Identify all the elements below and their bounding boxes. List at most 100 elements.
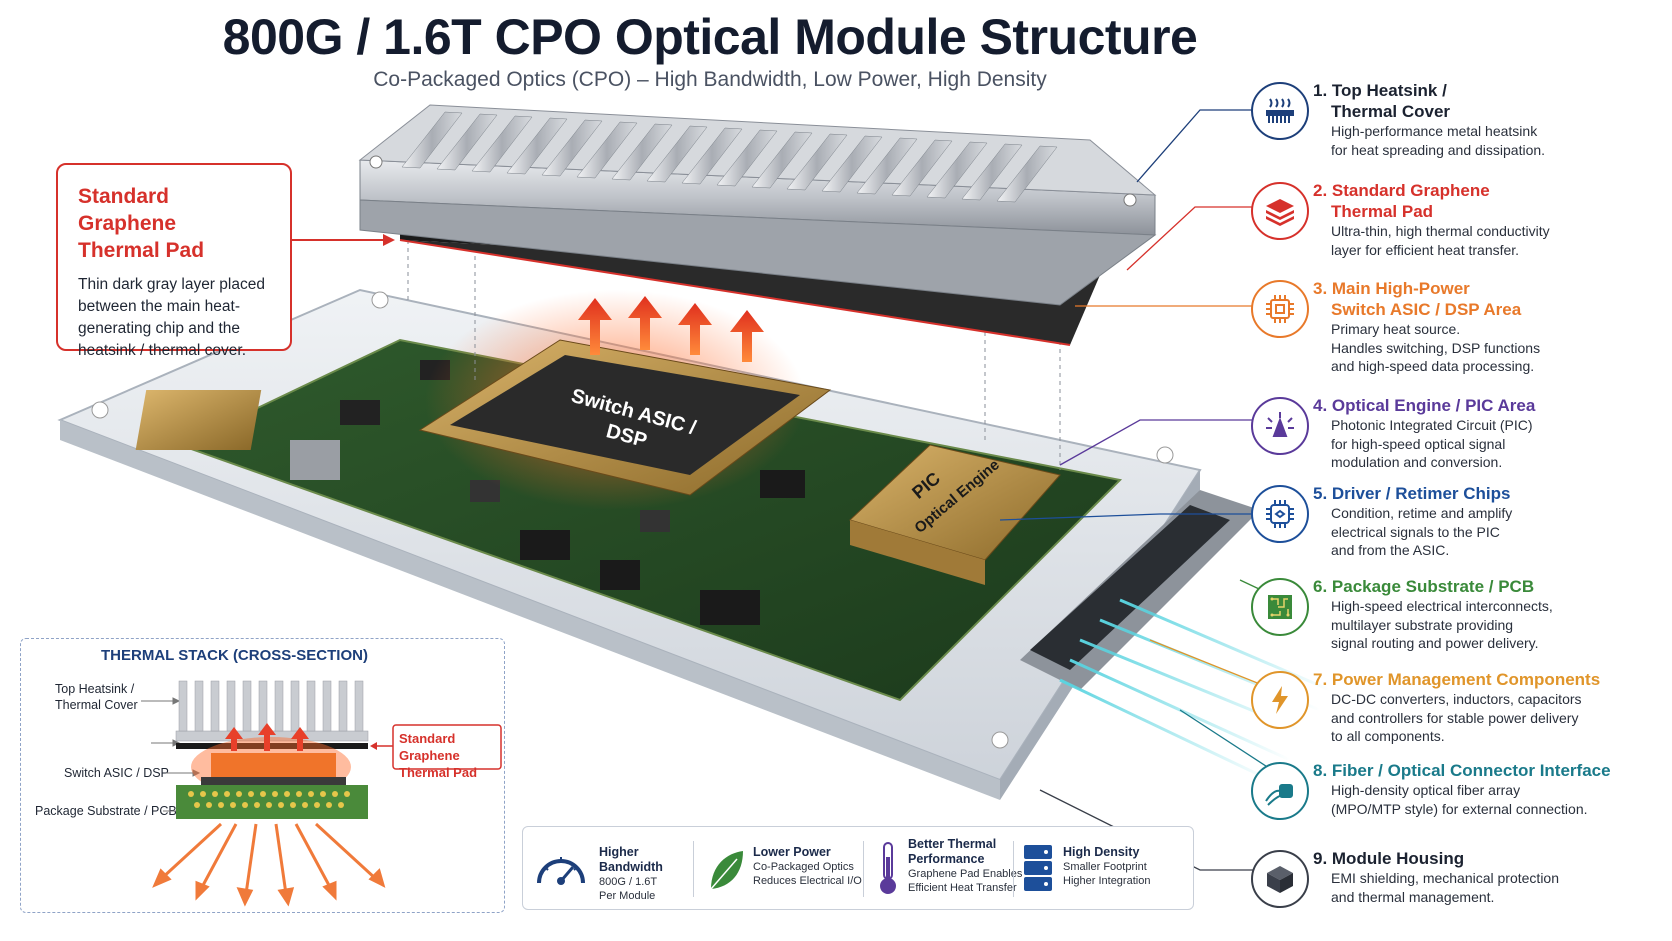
thermometer-icon <box>880 842 896 894</box>
legend-desc: to all components. <box>1331 728 1445 744</box>
benefit-title: Lower Power <box>753 845 831 859</box>
benefit-title: Higher Bandwidth <box>599 845 663 874</box>
callout-title-1: Standard Graphene <box>78 185 177 235</box>
thermal-stack-cross-section: THERMAL STACK (CROSS-SECTION) Top Heatsi… <box>20 638 505 913</box>
benefit-text: Smaller Footprint <box>1063 861 1147 873</box>
page-title: 800G / 1.6T CPO Optical Module Structure <box>222 9 1198 65</box>
cube-icon <box>1251 850 1309 908</box>
legend-desc: signal routing and power delivery. <box>1331 635 1539 651</box>
benefits-bar: Higher Bandwidth 800G / 1.6T Per Module … <box>522 826 1194 910</box>
legend-desc: High-speed electrical interconnects, <box>1331 598 1553 614</box>
benefit-power: Lower Power Co-Packaged Optics Reduces E… <box>703 827 863 911</box>
legend-title: 8. Fiber / Optical Connector Interface <box>1313 761 1611 780</box>
legend-desc: High-performance metal heatsink <box>1331 123 1538 139</box>
lightning-icon <box>1251 671 1309 729</box>
xs-pcb <box>176 785 368 819</box>
legend-desc: DC-DC converters, inductors, capacitors <box>1331 691 1582 707</box>
callout-text-2: between the main heat- <box>78 298 240 315</box>
legend-desc: Photonic Integrated Circuit (PIC) <box>1331 417 1533 433</box>
xs-label-heatsink: Top Heatsink / Thermal Cover <box>55 681 138 713</box>
legend-desc: for high-speed optical signal <box>1331 435 1506 452</box>
legend-item-driver: 5. Driver / Retimer Chips Condition, ret… <box>1251 483 1668 560</box>
legend-desc: (MPO/MTP style) for external connection. <box>1331 800 1588 817</box>
benefit-title: Better Thermal <box>908 837 997 851</box>
legend-desc: High-density optical fiber array <box>1331 782 1521 798</box>
legend-item-thermal-pad: 2. Standard Graphene Thermal Pad Ultra-t… <box>1251 180 1668 259</box>
heat-arrows <box>578 296 764 362</box>
benefit-text: Co-Packaged Optics <box>753 861 854 873</box>
pcb-board <box>135 338 1123 702</box>
xs-label-pcb: Package Substrate / PCB <box>35 804 177 818</box>
benefit-text: Reduces Electrical I/O <box>753 875 862 887</box>
legend-desc: multilayer substrate providing <box>1331 616 1514 633</box>
pic-optical-engine: PIC Optical Engine <box>849 444 1061 585</box>
legend-title: 7. Power Management Components <box>1313 670 1601 689</box>
divider <box>1013 841 1014 897</box>
xs-thermal-pad <box>176 743 368 749</box>
cross-section-graphic <box>141 680 502 907</box>
legend-title: 5. Driver / Retimer Chips <box>1313 484 1511 503</box>
circuit-board-icon <box>1251 578 1309 636</box>
top-heatsink <box>358 104 1157 306</box>
benefit-text: 800G / 1.6T <box>599 876 658 888</box>
server-stack-icon <box>1024 845 1052 891</box>
legend-item-fiber: 8. Fiber / Optical Connector Interface H… <box>1251 760 1668 820</box>
xs-pad-label-2: Thermal Pad <box>399 765 478 780</box>
legend-desc: and controllers for stable power deliver… <box>1331 709 1579 726</box>
chip-icon <box>1251 280 1309 338</box>
callout-text-4: heatsink / thermal cover. <box>78 342 246 359</box>
legend-desc: Condition, retime and amplify <box>1331 505 1513 521</box>
legend-item-housing: 9. Module Housing EMI shielding, mechani… <box>1251 848 1668 908</box>
light-beam-icon <box>1251 397 1309 455</box>
fiber-connector-icon <box>1251 762 1309 820</box>
divider <box>693 841 694 897</box>
legend-title: 3. Main High-Power <box>1313 279 1470 298</box>
xs-asic <box>211 753 336 777</box>
layers-icon <box>1251 182 1309 240</box>
legend-title: 2. Standard Graphene <box>1313 181 1490 200</box>
legend-desc: electrical signals to the PIC <box>1331 523 1500 540</box>
legend-desc: and thermal management. <box>1331 888 1495 905</box>
legend-desc: and from the ASIC. <box>1331 542 1450 558</box>
legend-title-line2: Switch ASIC / DSP Area <box>1331 300 1522 319</box>
legend-item-pcb: 6. Package Substrate / PCB High-speed el… <box>1251 576 1668 653</box>
legend-item-heatsink: 1. Top Heatsink / Thermal Cover High-per… <box>1251 80 1668 159</box>
legend-title: 4. Optical Engine / PIC Area <box>1313 396 1536 415</box>
benefit-title: High Density <box>1063 845 1140 859</box>
legend-desc: Handles switching, DSP functions <box>1331 339 1541 356</box>
benefit-text: Efficient Heat Transfer <box>908 882 1017 894</box>
xs-label-heatsink-1: Top Heatsink / <box>55 682 135 696</box>
xs-pad-label-1: Standard Graphene <box>399 731 460 763</box>
callout-text-3: generating chip and the <box>78 320 241 337</box>
legend-item-asic: 3. Main High-Power Switch ASIC / DSP Are… <box>1251 278 1668 376</box>
legend-desc: for heat spreading and dissipation. <box>1331 141 1546 158</box>
legend-desc: EMI shielding, mechanical protection <box>1331 870 1560 886</box>
xs-pad-label: Standard Graphene Thermal Pad <box>399 730 504 781</box>
legend-title: 6. Package Substrate / PCB <box>1313 577 1535 596</box>
legend-desc: Primary heat source. <box>1331 321 1461 337</box>
legend-item-power: 7. Power Management Components DC-DC con… <box>1251 669 1668 746</box>
callout-title-2: Thermal Pad <box>78 239 205 262</box>
legend-title: 1. Top Heatsink / <box>1313 81 1447 100</box>
xs-label-asic: Switch ASIC / DSP <box>64 766 169 780</box>
speedometer-icon <box>537 857 585 885</box>
processor-icon <box>1251 485 1309 543</box>
benefit-density: High Density Smaller Footprint Higher In… <box>1021 827 1191 911</box>
legend-title-line2: Thermal Pad <box>1331 202 1434 221</box>
benefit-bandwidth: Higher Bandwidth 800G / 1.6T Per Module <box>533 827 693 911</box>
page-subtitle: Co-Packaged Optics (CPO) – High Bandwidt… <box>373 68 1047 91</box>
guide-lines <box>407 240 1061 470</box>
legend-title: 9. Module Housing <box>1313 849 1465 868</box>
cross-section-title: THERMAL STACK (CROSS-SECTION) <box>101 647 368 664</box>
xs-label-heatsink-2: Thermal Cover <box>55 698 138 712</box>
leaf-icon <box>710 851 743 890</box>
legend-desc: modulation and conversion. <box>1331 454 1503 470</box>
legend-desc: and high-speed data processing. <box>1331 358 1535 374</box>
switch-asic-chip: Switch ASIC / DSP <box>418 290 832 510</box>
legend-title-line2: Thermal Cover <box>1331 102 1451 121</box>
benefit-text: Per Module <box>599 890 656 902</box>
benefit-text: Higher Integration <box>1063 875 1151 887</box>
legend-item-pic: 4. Optical Engine / PIC Area Photonic In… <box>1251 395 1668 472</box>
benefit-title-line2: Performance <box>908 852 985 866</box>
